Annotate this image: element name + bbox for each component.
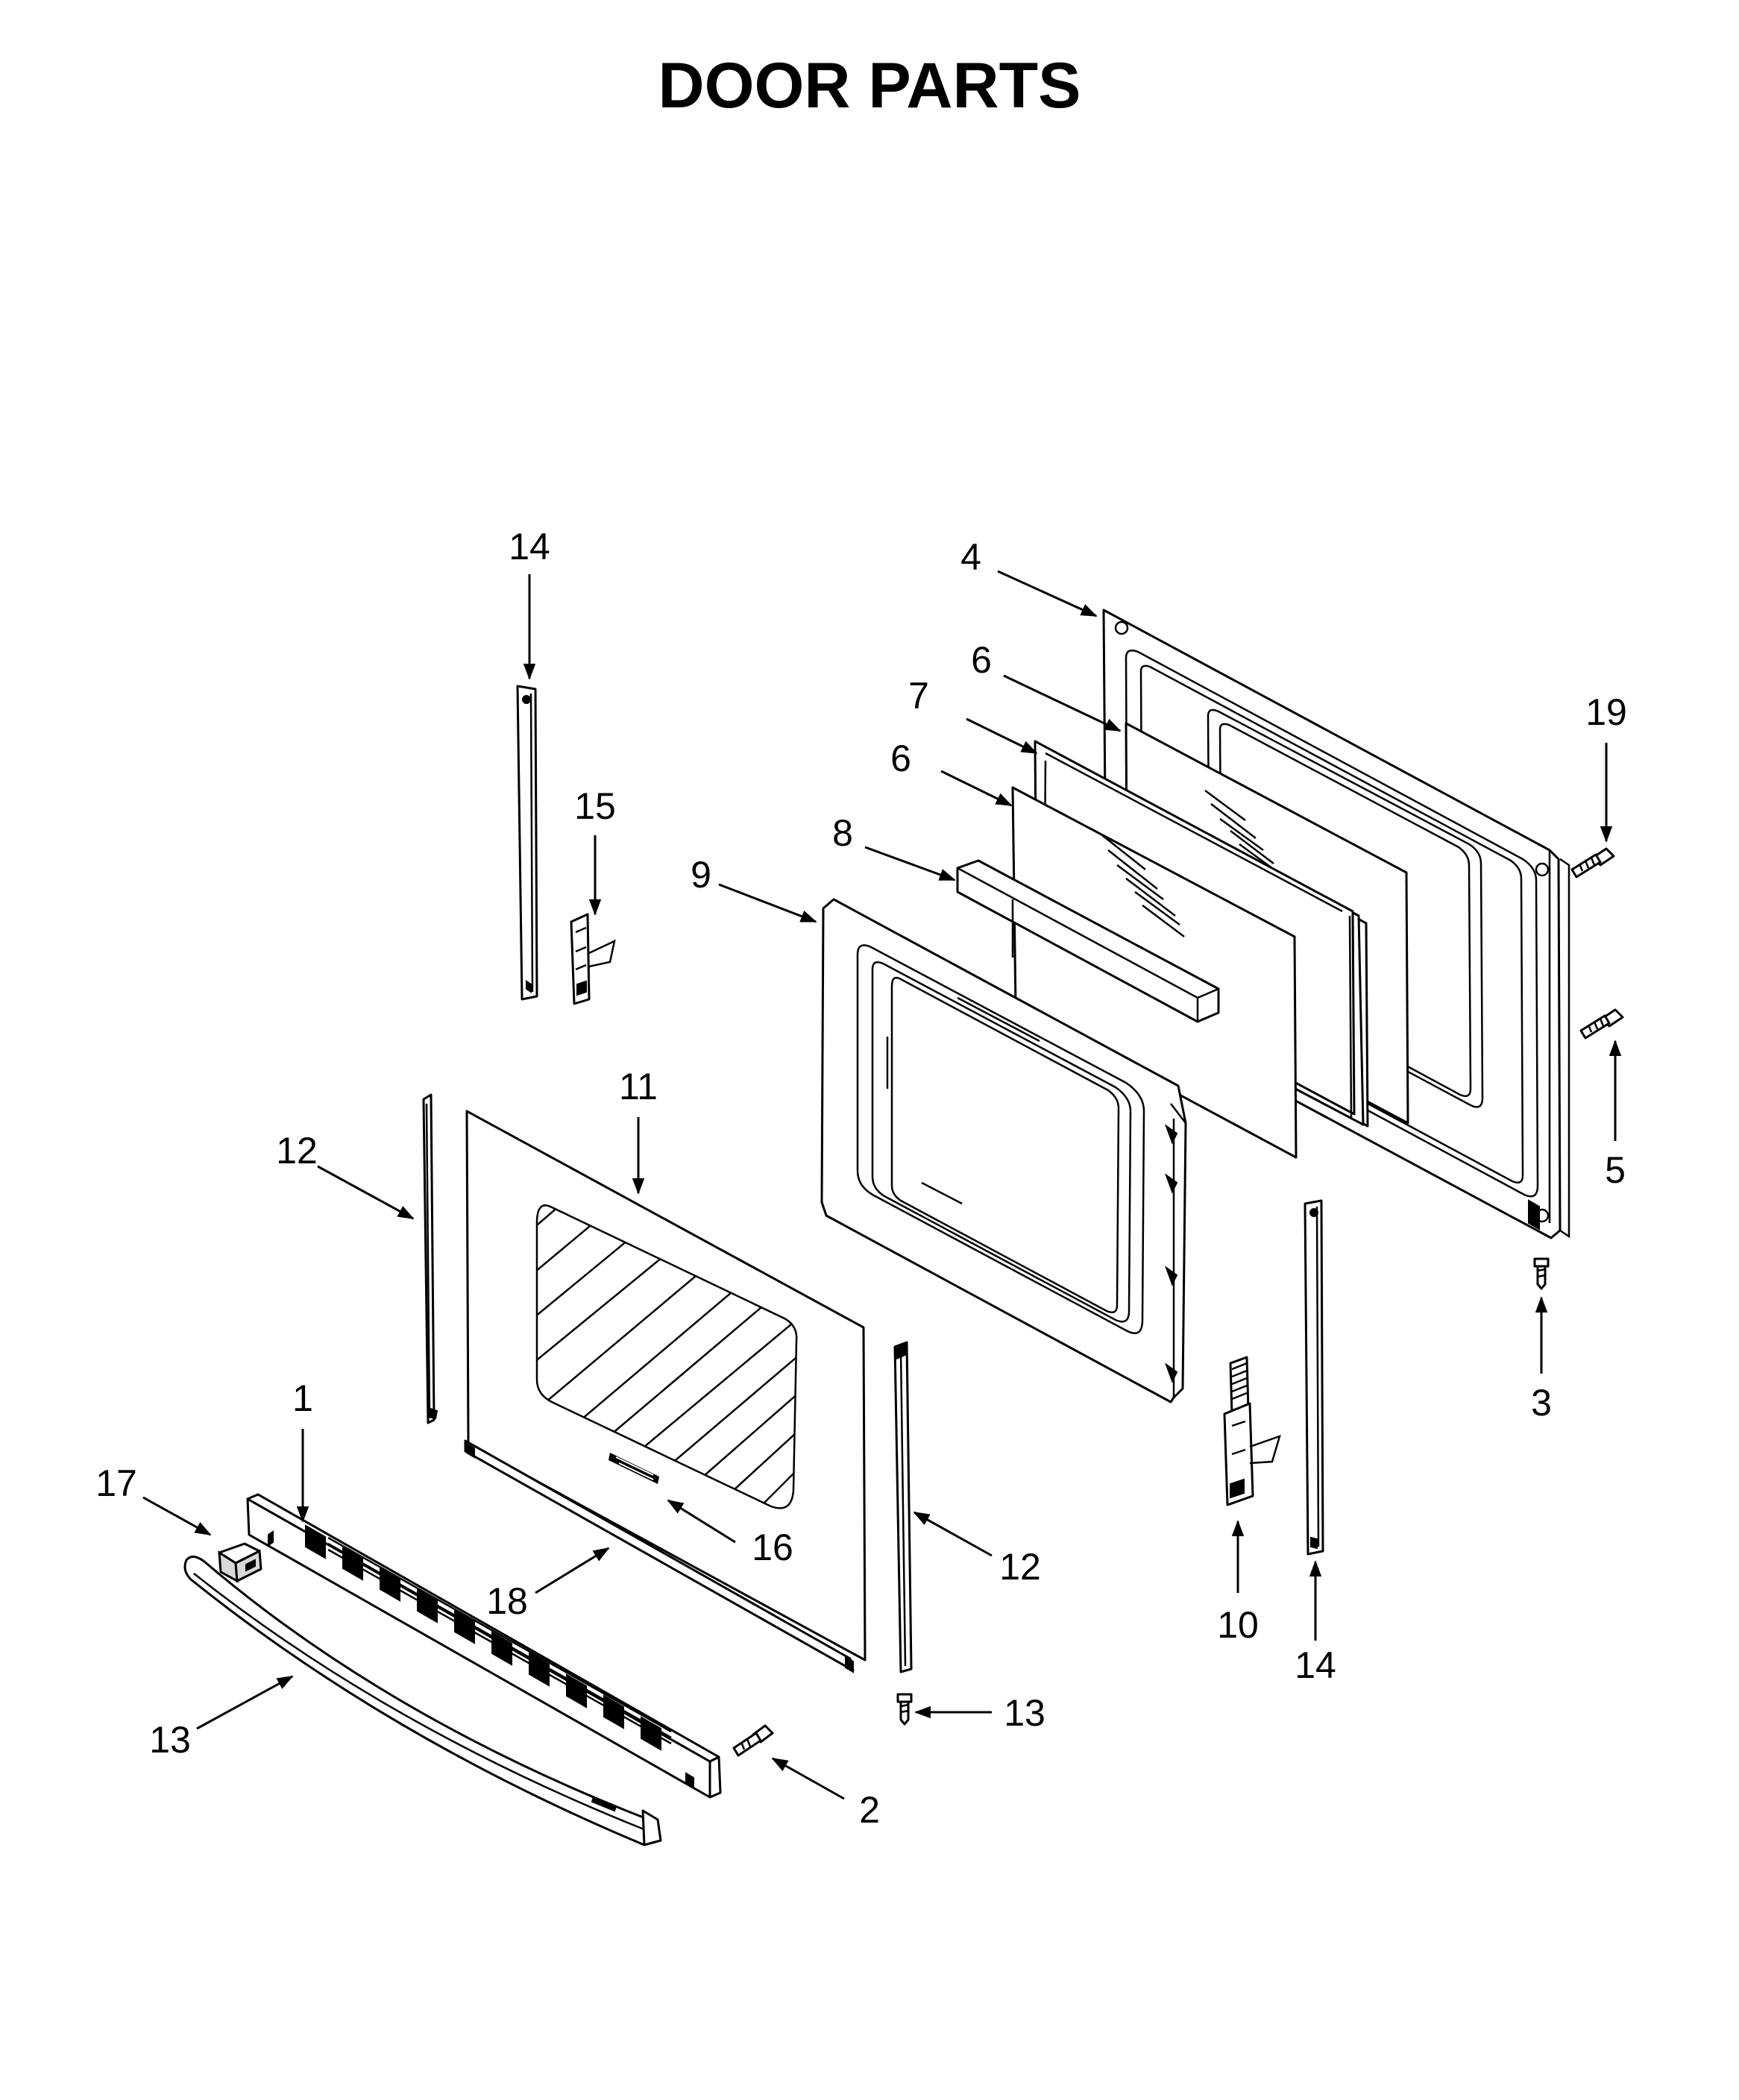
door-frame <box>820 898 1187 1403</box>
insulation-block <box>956 859 1220 1023</box>
screw-right-vertical <box>1533 1257 1550 1290</box>
callout-15: 15 <box>574 785 616 827</box>
callout-5: 5 <box>1605 1149 1626 1191</box>
screw-upper-right <box>1570 847 1615 878</box>
callout-18: 18 <box>486 1580 528 1622</box>
callout-8: 8 <box>832 812 853 854</box>
callout-1: 1 <box>292 1377 313 1419</box>
callout-19: 19 <box>1585 691 1627 733</box>
side-trim-right <box>893 1341 913 1673</box>
callout-12-left: 12 <box>276 1130 318 1172</box>
callout-6-rear: 6 <box>971 639 992 681</box>
door-handle <box>183 1556 662 1846</box>
callout-4: 4 <box>960 536 981 578</box>
door-clip <box>218 1542 262 1583</box>
callout-12-right: 12 <box>999 1546 1041 1588</box>
outer-door-panel <box>465 1110 867 1662</box>
screw-bottom <box>732 1724 774 1757</box>
callout-labels: 14 15 4 6 7 6 8 9 19 5 11 12 13 1 17 16 … <box>95 526 1627 1831</box>
callout-2: 2 <box>859 1789 880 1831</box>
side-channel-upper-left <box>516 685 538 1001</box>
callout-14-upper: 14 <box>509 526 550 568</box>
brand-logo <box>609 1453 659 1484</box>
callout-10: 10 <box>1217 1604 1259 1646</box>
vent-trim <box>246 1493 722 1799</box>
screw-mid-right <box>1579 1008 1624 1040</box>
hinge-lower <box>1223 1356 1281 1506</box>
screw-bottom-center <box>896 1693 913 1726</box>
hinge-upper <box>570 913 616 1005</box>
callout-11: 11 <box>619 1066 658 1107</box>
callout-3: 13 <box>149 1719 191 1761</box>
bottom-trim-strip <box>464 1439 855 1673</box>
leader-lines <box>142 570 1622 1800</box>
callout-6-front: 6 <box>890 738 911 779</box>
callout-13-right: 3 <box>1531 1382 1552 1424</box>
callout-14-lower: 14 <box>1295 1644 1336 1686</box>
callout-16: 16 <box>752 1527 793 1568</box>
callout-7: 7 <box>908 675 929 717</box>
side-trim-left <box>422 1093 438 1424</box>
callout-17: 17 <box>95 1462 137 1504</box>
page-title: DOOR PARTS <box>658 50 1081 122</box>
callout-13-center: 13 <box>1004 1692 1045 1734</box>
side-channel-lower-right <box>1304 1199 1324 1556</box>
callout-9: 9 <box>691 854 711 896</box>
